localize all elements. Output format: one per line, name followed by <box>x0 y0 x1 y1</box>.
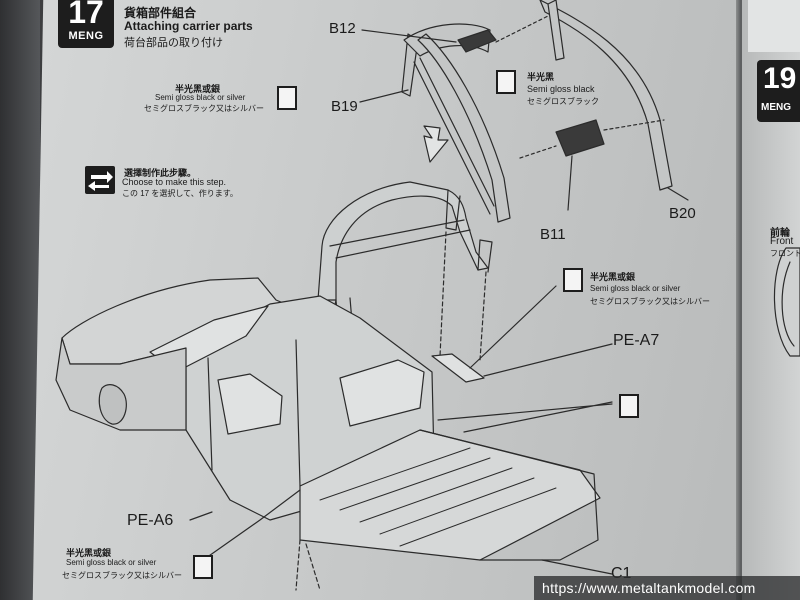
paint-black-cn: 半光黑 <box>527 72 555 82</box>
paint-silver-left-cn: 半光黑或銀 <box>175 84 221 94</box>
part-label-b20: B20 <box>669 205 696 222</box>
paintbrush-icon <box>277 86 297 110</box>
roll-bar-cross <box>413 61 491 215</box>
step-brand: MENG <box>68 30 104 42</box>
paintbrush-icon <box>193 555 213 579</box>
paint-silver-left-jp: セミグロスブラック又はシルバー <box>144 104 264 113</box>
paint-silver-bottom-en: Semi gloss black or silver <box>66 558 157 567</box>
truck-front <box>55 337 187 431</box>
next-page-corner <box>748 0 800 52</box>
part-label-pe-a7: PE-A7 <box>613 332 660 349</box>
step-title-en: Attaching carrier parts <box>124 19 253 33</box>
choose-step-icon <box>85 166 115 194</box>
roll-bar-inner-leg <box>547 0 565 61</box>
paint-silver-right-cn: 半光黑或銀 <box>590 272 636 282</box>
paint-silver-right-en: Semi gloss black or silver <box>590 284 681 293</box>
paintbrush-icon <box>563 268 583 292</box>
roll-bar-assembled <box>317 181 489 301</box>
part-label-pe-a6: PE-A6 <box>127 512 174 529</box>
choose-step-cn: 選擇制作此步驟。 <box>124 168 197 178</box>
paint-silver-right-jp: セミグロスブラック又はシルバー <box>590 297 710 306</box>
tire-icon <box>773 247 800 357</box>
truck-front-wheel <box>98 384 127 425</box>
part-label-b19: B19 <box>331 98 358 115</box>
part-label-b12: B12 <box>329 20 356 37</box>
paint-silver-bottom-jp: セミグロスブラック又はシルバー <box>62 571 182 580</box>
left-background <box>0 0 40 600</box>
choose-step-jp: この 17 を選択して、作ります。 <box>122 189 238 198</box>
paint-silver-bottom-cn: 半光黑或銀 <box>66 548 112 558</box>
paintbrush-icon <box>619 394 639 418</box>
next-page-wheel-jp: フロント <box>770 249 800 258</box>
roll-bar-b20 <box>539 0 673 191</box>
watermark-url: https://www.metaltankmodel.com <box>542 580 756 596</box>
paint-silver-left-en: Semi gloss black or silver <box>155 93 246 102</box>
roll-bar-cross-2 <box>419 57 495 207</box>
next-step-brand: MENG <box>761 102 791 113</box>
truck-rear-window <box>339 359 425 427</box>
page-gutter <box>736 0 746 600</box>
step-number: 17 <box>68 0 104 30</box>
clamp-b12 <box>457 29 497 53</box>
step-title-cn: 貨箱部件組合 <box>124 6 197 20</box>
next-step-number: 19 <box>763 62 797 95</box>
swap-arrows-icon <box>88 171 113 191</box>
paintbrush-icon <box>496 70 516 94</box>
choose-step-en: Choose to make this step. <box>122 177 227 187</box>
truck-side-window <box>217 373 283 435</box>
watermark: https://www.metaltankmodel.com <box>534 576 800 600</box>
next-page-wheel-en: Front <box>770 236 794 247</box>
truck-door-line <box>207 339 301 487</box>
roll-bar-left-arm <box>417 33 511 223</box>
part-label-b11: B11 <box>540 226 566 243</box>
next-page-wheel-cn: 前輪 <box>770 228 790 239</box>
plate-pe-a7 <box>431 353 485 383</box>
paint-black-en: Semi gloss black <box>527 84 595 94</box>
down-arrow-icon <box>423 125 449 163</box>
step-badge: 17 MENG <box>58 0 114 48</box>
paint-black-jp: セミグロスブラック <box>527 97 599 106</box>
next-step-badge: 19 MENG <box>757 60 800 122</box>
clamp-b11 <box>555 119 605 157</box>
step-title-jp: 荷台部品の取り付け <box>124 37 223 49</box>
